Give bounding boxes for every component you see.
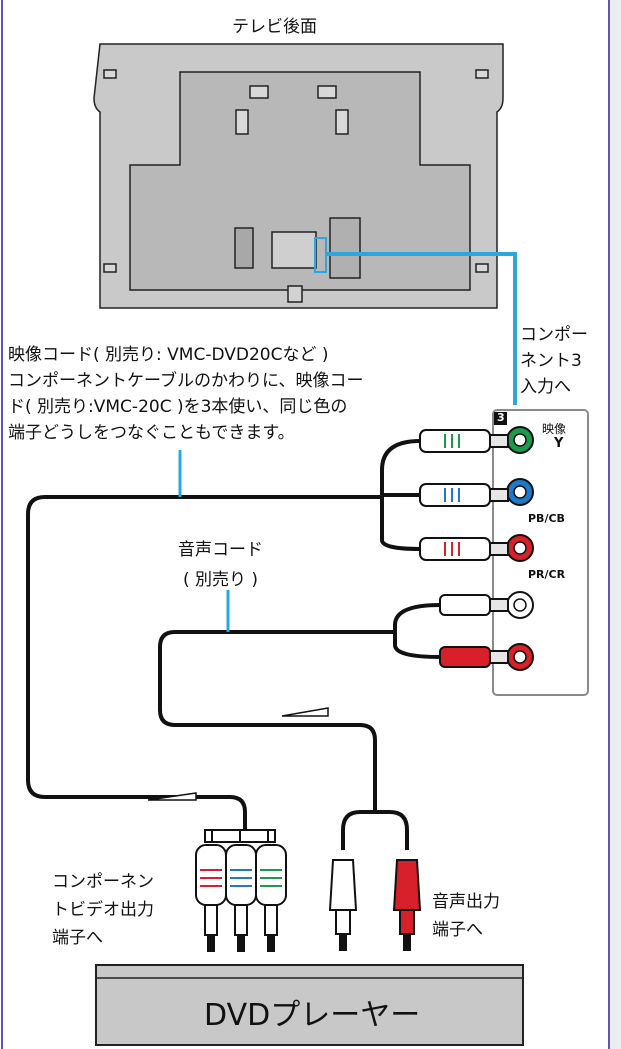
dvd-video-plug-stripes bbox=[200, 869, 282, 887]
note-line-2: コンポーネントケーブルのかわりに、映像コー bbox=[8, 371, 364, 391]
audio-output-line-2: 端子へ bbox=[432, 920, 483, 940]
video-cord-note: 映像コード( 別売り: VMC-DVD20Cなど ) コンポーネントケーブルのか… bbox=[8, 342, 364, 446]
input-number: 3 bbox=[497, 411, 505, 424]
cables bbox=[26, 439, 441, 830]
pr-jack-label: PR/CR bbox=[528, 568, 566, 581]
tv-back bbox=[93, 43, 504, 309]
dvd-player-label: DVDプレーヤー bbox=[204, 998, 421, 1033]
arrow-audio bbox=[281, 707, 329, 717]
note-line-1: 映像コード( 別売り: VMC-DVD20Cなど ) bbox=[8, 345, 329, 365]
component-output-line-2: トビデオ出力 bbox=[52, 900, 154, 920]
tv-back-title: テレビ後面 bbox=[232, 17, 317, 37]
component-input-line-3: 入力へ bbox=[520, 377, 571, 397]
tv-video-plugs bbox=[419, 429, 509, 561]
dvd-audio-plugs bbox=[328, 859, 422, 951]
pb-jack-label: PB/CB bbox=[528, 512, 565, 525]
component-output-line-3: 端子へ bbox=[52, 928, 103, 948]
component-output-label: コンポーネン トビデオ出力 端子へ bbox=[52, 868, 154, 952]
component-input-line-1: コンポー bbox=[520, 325, 588, 345]
arrow-video bbox=[147, 792, 197, 801]
video-jack-label: 映像 bbox=[542, 422, 567, 436]
dvd-video-plugs bbox=[195, 829, 287, 952]
y-jack-label: Y bbox=[554, 436, 564, 451]
audio-cord-label: 音声コード ( 別売り ) bbox=[178, 535, 263, 595]
input-number-badge bbox=[494, 412, 507, 425]
note-line-3: ド( 別売り:VMC-20C )を3本使い、同じ色の bbox=[8, 397, 348, 417]
component-input-line-2: ネント3 bbox=[520, 351, 582, 371]
audio-cord-line-1: 音声コード bbox=[178, 540, 263, 560]
tv-audio-plugs bbox=[439, 594, 509, 668]
component-input-label: コンポー ネント3 入力へ bbox=[520, 322, 588, 400]
component-output-line-1: コンポーネン bbox=[52, 872, 154, 892]
tv-video-plug-stripes bbox=[444, 434, 460, 556]
audio-output-label: 音声出力 端子へ bbox=[432, 888, 500, 944]
leader-line bbox=[326, 252, 517, 405]
page-border bbox=[609, 0, 621, 1049]
audio-cord-line-2: ( 別売り ) bbox=[182, 570, 259, 590]
audio-split bbox=[341, 810, 409, 850]
jacks bbox=[506, 426, 534, 671]
audio-output-line-1: 音声出力 bbox=[432, 892, 500, 912]
note-line-4: 端子どうしをつなぐこともできます。 bbox=[8, 423, 295, 443]
